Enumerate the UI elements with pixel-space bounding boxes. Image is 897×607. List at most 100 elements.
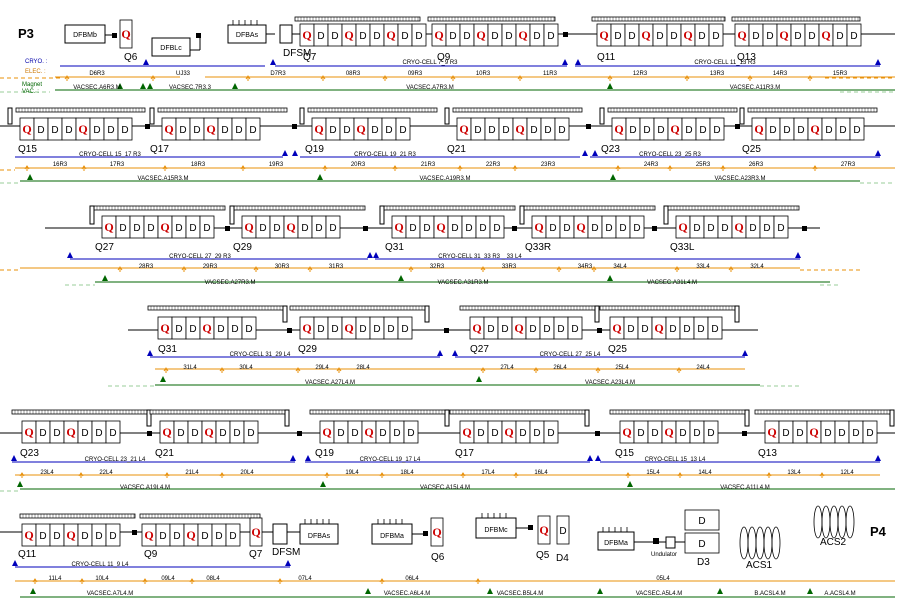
dfb-label: DFBMb [73,32,97,39]
dipole-letter: D [563,223,570,234]
elec-tick-head [19,472,25,477]
elec-tick-head [162,165,168,170]
connector [112,33,117,38]
quad-letter: Q [204,425,213,439]
vac-label: VACSEC.A27L4.M [305,380,355,386]
cryo-arrow [795,252,801,258]
cryo-cell-label: CRYO-CELL 31_33 R3 _ 33 L4 [438,254,522,260]
dipole-letter: D [133,223,140,234]
quad-letter: Q [286,220,295,234]
q6-block: Q [430,517,444,547]
dipole-letter: D [533,31,540,42]
dipole-letter: D [493,223,500,234]
vac-arrow [597,588,603,594]
elec-tick-head [460,472,466,477]
vac-label: VACSEC.A6R3.M [73,85,121,91]
cryo-arrow [452,350,458,356]
elec-label: 29L4 [315,365,329,371]
elec-label: 16L4 [534,470,548,476]
elec-tick-head [164,472,170,477]
q5-block: Q [537,515,551,545]
dipole-letter: D [547,428,554,439]
quad-letter: Q [144,528,153,542]
vac-label: VACSEC.A5L4.M [636,591,683,597]
elec-label: 11L4 [49,576,63,582]
dfb-box [299,523,339,545]
elec-label: 31R3 [329,264,344,270]
cryo-arrow [147,350,153,356]
quad-letter: Q [251,525,260,539]
elec-tick-head [392,165,398,170]
dipole-letter: D [121,125,128,136]
acs-cavity [763,526,773,560]
side-label-3: VAC. : [22,89,39,95]
dipole-letter: D [315,223,322,234]
elec-label: 27R3 [841,162,856,168]
cryo-arrow [290,455,296,461]
cryo-arrow [285,560,291,566]
quad-letter: Q [614,122,623,136]
cryostat-end [89,205,95,225]
elec-label: 34L4 [613,264,627,270]
elec-label: 24L4 [696,365,710,371]
dipole-letter: D [529,324,536,335]
dipole-letter: D [159,531,166,542]
dipole-magnet [241,316,257,340]
cryostat-bar [591,16,726,22]
elec-label: 28L4 [356,365,370,371]
quad-letter: Q [302,28,311,42]
q7-block: Q [249,517,263,547]
acs-cavity [739,526,749,560]
vac-label: VACSEC.A7R3.M [406,85,454,91]
cryo-arrow [367,252,373,258]
cryo-arrow [875,150,881,156]
cryostat-end [889,409,895,427]
elec-label: 30L4 [239,365,253,371]
quad-label: Q5 [536,550,550,561]
dipole-letter: D [401,31,408,42]
cryo-arrow [587,455,593,461]
elec-label: 31L4 [183,365,197,371]
dipole-letter: D [189,223,196,234]
cryo-arrow [292,150,298,156]
dipole-letter: D [465,223,472,234]
elec-label: 25L4 [615,365,629,371]
dipole-magnet [709,117,725,141]
quad-letter: Q [576,220,585,234]
dfb-label: DFBMa [380,533,404,540]
dipole-letter: D [501,324,508,335]
dipole-letter: D [343,125,350,136]
cryo-arrow [875,455,881,461]
cryo-arrow [373,252,379,258]
quad-letter: Q [514,321,523,335]
quad-letter: Q [206,122,215,136]
dipole-letter: D [39,531,46,542]
elec-tick-head [615,165,621,170]
quad-label: Q6 [124,52,138,63]
dipole-letter: D [415,31,422,42]
elec-tick-head [181,266,187,271]
cryo-arrow [595,455,601,461]
cryostat-bar [233,205,366,211]
elec-label: 25R3 [696,162,711,168]
dipole-letter: D [53,428,60,439]
dipole-letter: D [189,324,196,335]
quad-letter: Q [779,28,788,42]
elec-label: 06L4 [405,576,419,582]
dipole-letter: D [614,31,621,42]
quad-letter: Q [664,425,673,439]
dipole-magnet [708,23,724,47]
point-P4: P4 [870,524,887,539]
elec-label: 18L4 [400,470,414,476]
elec-label: 17R3 [110,162,125,168]
connector [802,226,807,231]
connector [742,431,747,436]
dipole-letter: D [401,324,408,335]
